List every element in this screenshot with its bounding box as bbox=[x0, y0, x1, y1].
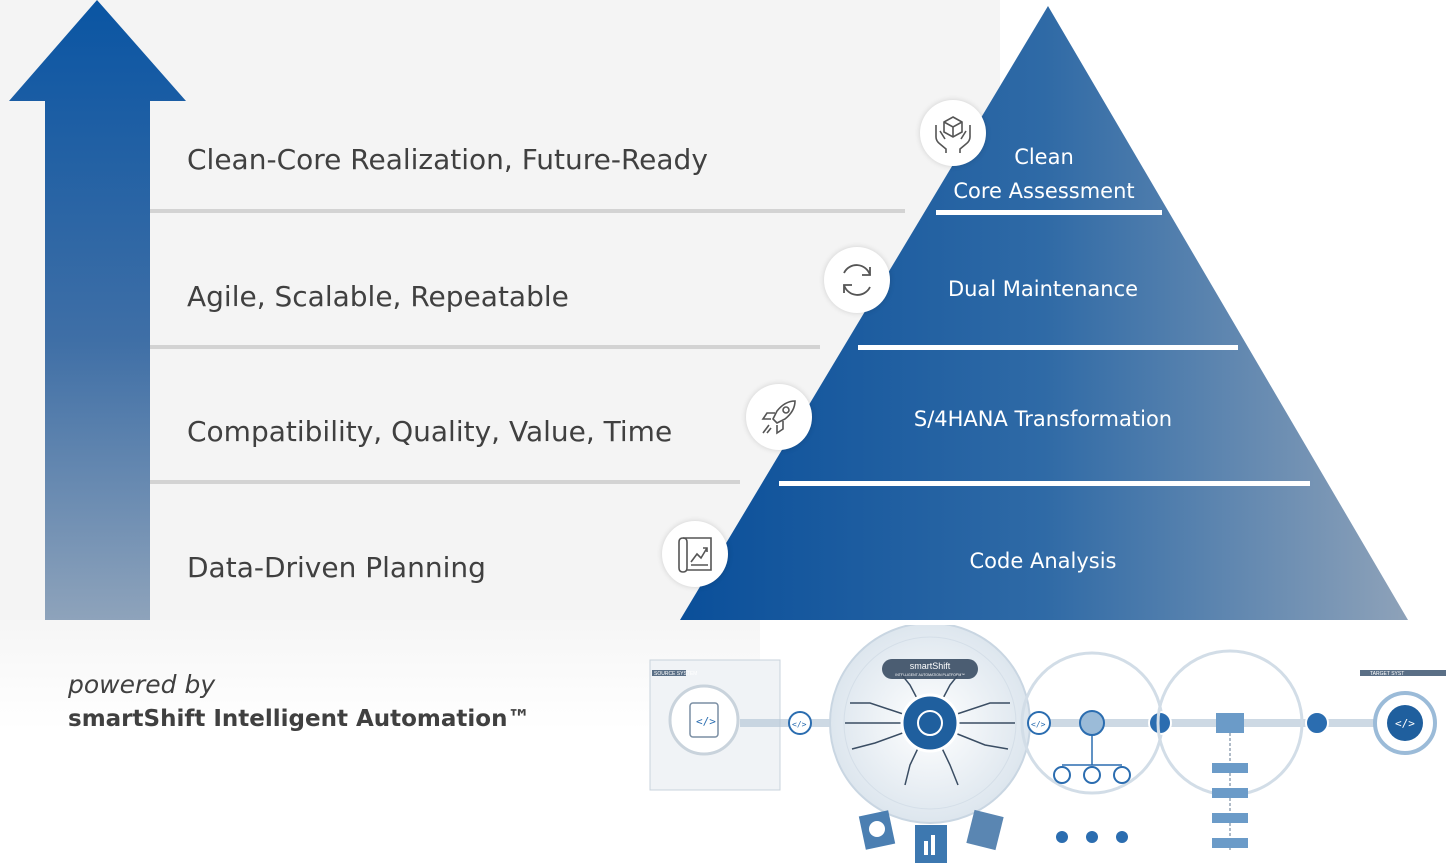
brand-name: smartShift Intelligent Automation™ bbox=[68, 706, 531, 732]
level-text-compatibility: Compatibility, Quality, Value, Time bbox=[187, 415, 673, 448]
pyramid bbox=[680, 6, 1408, 620]
pyramid-separator bbox=[858, 345, 1238, 350]
level-divider bbox=[150, 480, 740, 484]
target-system: TARGET SYST </> bbox=[1360, 670, 1446, 755]
growth-arrow bbox=[9, 0, 186, 620]
tier-label-code-analysis: Code Analysis bbox=[969, 549, 1117, 573]
refresh-icon bbox=[824, 247, 890, 313]
svg-text:smartShift: smartShift bbox=[910, 661, 951, 671]
tier-label-line: Clean bbox=[1014, 145, 1074, 169]
pyramid-separator bbox=[779, 481, 1310, 486]
svg-text:SOURCE SYSTEM: SOURCE SYSTEM bbox=[654, 671, 697, 677]
flowchart-ring bbox=[1156, 649, 1304, 850]
platform-diagram: SOURCE SYSTEM </> </> smartShift INTELLI… bbox=[649, 625, 1446, 863]
level-text-agile: Agile, Scalable, Repeatable bbox=[187, 280, 569, 313]
tier-label-line: Core Assessment bbox=[953, 179, 1135, 203]
pyramid-separator bbox=[936, 210, 1162, 215]
hands-cube-icon bbox=[920, 100, 986, 166]
level-text-clean-core: Clean-Core Realization, Future-Ready bbox=[187, 143, 708, 176]
platform-hub: smartShift INTELLIGENT AUTOMATION PLATFO… bbox=[829, 625, 1031, 863]
svg-text:</>: </> bbox=[1395, 717, 1415, 730]
level-divider bbox=[150, 209, 905, 213]
level-text-data-driven: Data-Driven Planning bbox=[187, 551, 486, 584]
tier-label-dual-maintenance: Dual Maintenance bbox=[947, 277, 1139, 301]
svg-text:</>: </> bbox=[1031, 720, 1046, 729]
tier-label-clean-core: Clean Core Assessment bbox=[930, 140, 1158, 208]
level-divider bbox=[150, 345, 820, 349]
blueprint-chart-icon bbox=[662, 521, 728, 587]
powered-by-label: powered by bbox=[68, 670, 216, 699]
rocket-icon bbox=[746, 384, 812, 450]
svg-text:</>: </> bbox=[696, 715, 716, 728]
svg-text:TARGET SYST: TARGET SYST bbox=[1370, 671, 1404, 677]
svg-text:</>: </> bbox=[792, 720, 807, 729]
svg-text:INTELLIGENT AUTOMATION PLATFOR: INTELLIGENT AUTOMATION PLATFORM™ bbox=[895, 673, 965, 677]
process-ring bbox=[1020, 651, 1164, 843]
tier-label-s4hana: S/4HANA Transformation bbox=[913, 407, 1173, 431]
background-fade bbox=[0, 600, 760, 730]
